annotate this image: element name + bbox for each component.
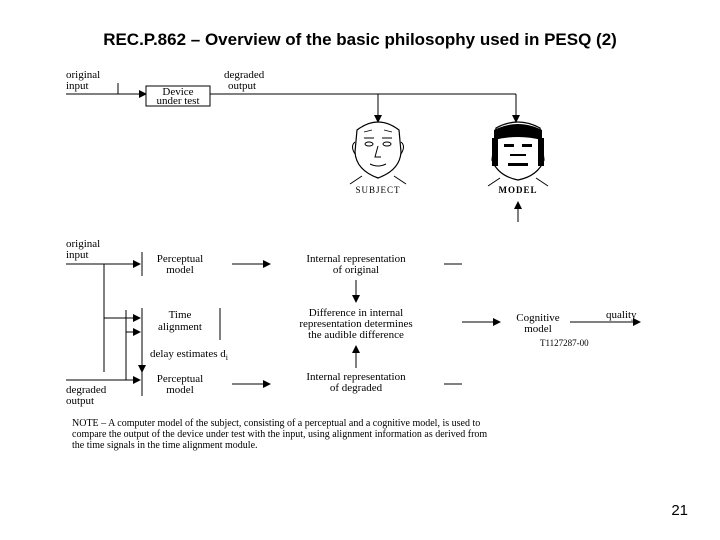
cognitive-model-line2: model [524, 323, 552, 335]
subject-label: SUBJECT [355, 185, 400, 195]
page-title: REC.P.862 – Overview of the basic philos… [103, 30, 617, 49]
perceptual-bottom-line2: model [166, 384, 194, 396]
internal-degraded-line2: of degraded [330, 382, 383, 394]
figure-code: T1127287-00 [540, 338, 589, 348]
bottom-degraded-output-line1: degraded [66, 384, 107, 396]
internal-original-line2: of original [333, 264, 379, 276]
time-alignment-line1: Time [169, 309, 192, 321]
delay-estimates-text: delay estimates d [150, 348, 226, 360]
bottom-original-input-line1: original [66, 238, 100, 250]
internal-degraded-line1: Internal representation [306, 371, 406, 383]
quality-label: quality [606, 309, 637, 321]
difference-line2: representation determines [299, 318, 412, 330]
time-alignment-line2: alignment [158, 321, 202, 333]
top-diagram: original input Device under test degrade… [66, 69, 549, 222]
top-degraded-output-line2: output [228, 80, 256, 92]
note-line1: NOTE – A computer model of the subject, … [72, 418, 480, 429]
model-label: MODEL [498, 185, 537, 195]
perceptual-top-line1: Perceptual [157, 253, 203, 265]
difference-line3: the audible difference [308, 329, 404, 341]
perceptual-bottom-line1: Perceptual [157, 373, 203, 385]
delay-estimates-subscript: i [226, 353, 229, 362]
perceptual-top-line2: model [166, 264, 194, 276]
device-under-test-line2: under test [156, 95, 199, 107]
top-degraded-output-line1: degraded [224, 69, 265, 81]
delay-estimates-label: delay estimates di [150, 348, 229, 362]
model-face-icon [487, 121, 549, 187]
page-number: 21 [671, 502, 688, 519]
difference-line1: Difference in internal [309, 307, 403, 319]
note-line2: compare the output of the device under t… [72, 429, 487, 440]
bottom-diagram: original input Perceptual model Time ali… [66, 238, 641, 451]
device-under-test-box [145, 85, 211, 107]
top-original-input-label-line1: original [66, 69, 100, 81]
device-under-test-line1: Device [162, 86, 193, 98]
top-original-input-label-line2: input [66, 80, 89, 92]
cognitive-model-line1: Cognitive [516, 312, 560, 324]
subject-face-icon [349, 121, 407, 185]
bottom-original-input-line2: input [66, 249, 89, 261]
internal-original-line1: Internal representation [306, 253, 406, 265]
note-line3: the time signals in the time alignment m… [72, 440, 258, 451]
bottom-degraded-output-line2: output [66, 395, 94, 407]
